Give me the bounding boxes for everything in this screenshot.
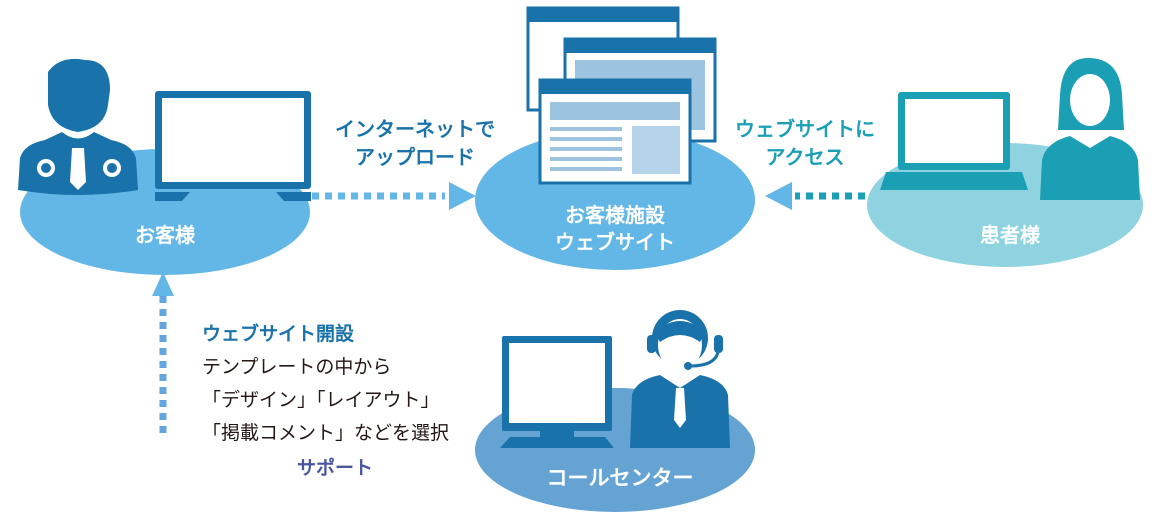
upload-label-line1: インターネットで xyxy=(335,117,495,141)
access-label-line2: アクセス xyxy=(765,145,845,169)
patient-icon xyxy=(1040,58,1140,200)
access-arrow xyxy=(765,182,865,210)
customer-label: お客様 xyxy=(135,223,195,247)
website-label-line1: お客様施設 xyxy=(565,203,665,227)
setup-line: 「掲載コメント」などを選択 xyxy=(202,422,450,444)
setup-line: 「デザイン」「レイアウト」 xyxy=(202,389,440,411)
operator-icon xyxy=(630,310,730,448)
setup-heading: ウェブサイト開設 xyxy=(202,323,355,345)
support-arrow xyxy=(152,272,475,441)
website-label-line2: ウェブサイト xyxy=(555,230,675,254)
upload-arrow xyxy=(312,182,476,210)
support-label: サポート xyxy=(296,457,373,479)
laptop-icon xyxy=(880,92,1028,190)
patient-label: 患者様 xyxy=(980,223,1040,247)
setup-line: テンプレートの中から xyxy=(202,356,392,378)
access-label-line1: ウェブサイトに xyxy=(735,117,875,141)
callcenter-label: コールセンター xyxy=(546,466,694,490)
monitor-icon xyxy=(155,91,311,201)
setup-description: ウェブサイト開設 テンプレートの中から 「デザイン」「レイアウト」 「掲載コメン… xyxy=(202,318,449,450)
doctor-icon xyxy=(18,58,138,195)
browser-windows-icon xyxy=(526,6,717,185)
desktop-monitor-icon xyxy=(500,336,614,448)
upload-label-line2: アップロード xyxy=(355,145,475,169)
